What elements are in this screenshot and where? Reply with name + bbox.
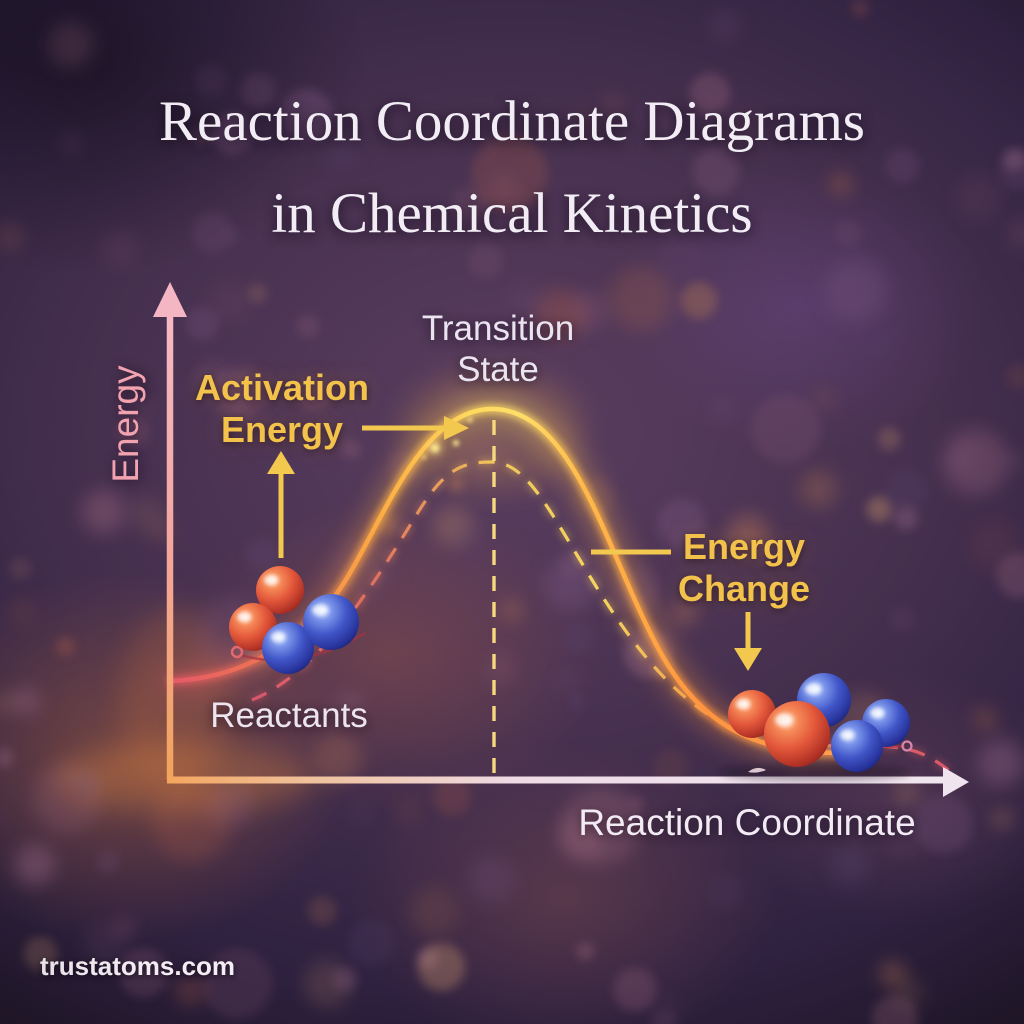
product-sphere-red-2 xyxy=(764,701,830,767)
transition-state-label: Transition State xyxy=(421,309,575,389)
activation-energy-label: Activation Energy xyxy=(194,367,370,450)
reactant-molecule xyxy=(229,566,366,674)
y-axis-label: Energy xyxy=(105,365,146,483)
y-axis xyxy=(153,282,187,780)
sparkle-particles xyxy=(422,417,473,459)
reactant-ring-particle xyxy=(230,645,244,659)
activation-energy-pointer-arrow xyxy=(362,416,469,440)
energy-change-label: Energy Change xyxy=(677,526,811,609)
annotation-arrows xyxy=(267,416,762,671)
x-axis-arrowhead-icon xyxy=(943,767,969,797)
energy-curve-dashed xyxy=(250,458,953,775)
product-crescent-particle xyxy=(748,767,766,773)
page-title-line1: Reaction Coordinate Diagrams xyxy=(159,90,865,153)
x-axis-label: Reaction Coordinate xyxy=(578,802,916,843)
y-axis-arrowhead-icon xyxy=(153,282,187,317)
product-molecule xyxy=(720,673,913,781)
energy-change-down-arrow xyxy=(734,612,762,671)
website-watermark: trustatoms.com xyxy=(40,951,236,981)
reactant-sphere-blue-2 xyxy=(303,594,359,650)
page-title-line2: in Chemical Kinetics xyxy=(271,182,753,245)
reactants-label: Reactants xyxy=(210,696,368,735)
activation-energy-up-arrow xyxy=(267,451,295,558)
product-sphere-blue-3 xyxy=(831,720,883,772)
page-title: Reaction Coordinate Diagrams in Chemical… xyxy=(0,76,1024,260)
product-ring-particle xyxy=(901,740,913,752)
